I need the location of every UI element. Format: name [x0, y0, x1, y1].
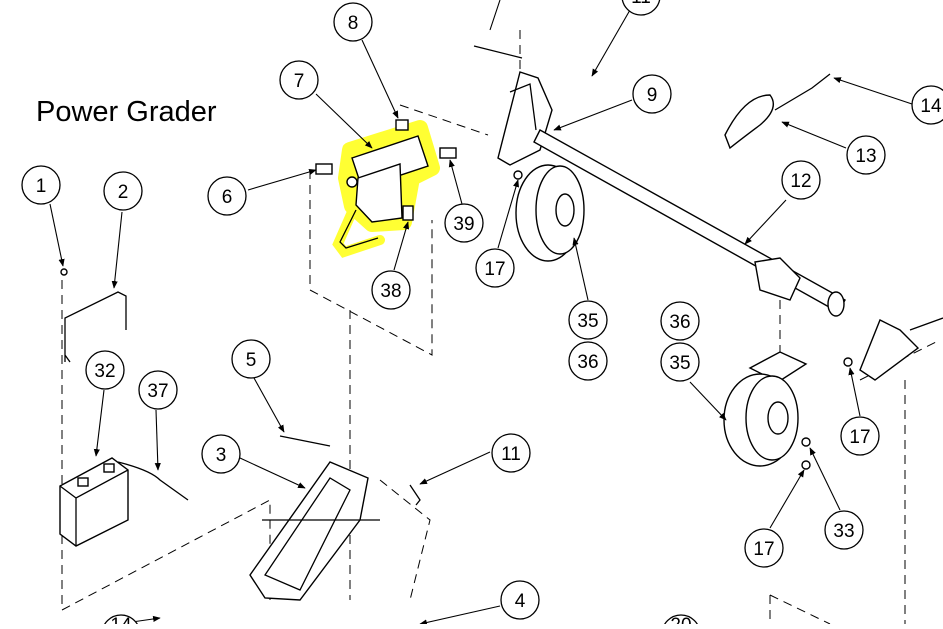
clip-11	[409, 484, 421, 506]
callout-37: 37	[138, 370, 178, 410]
callout-36-rear: 36	[660, 301, 700, 341]
svg-text:36: 36	[577, 352, 598, 373]
pin-8	[395, 119, 409, 131]
callout-11: 11	[491, 433, 531, 473]
callout-2: 2	[103, 171, 143, 211]
actuator	[339, 135, 429, 249]
callout-35-rear: 35	[660, 342, 700, 382]
svg-text:17: 17	[753, 539, 774, 560]
right-pin	[909, 317, 943, 331]
svg-text:8: 8	[348, 13, 359, 34]
nut-17a	[513, 170, 523, 180]
pin-5	[279, 435, 331, 447]
callout-17-c: 17	[744, 528, 784, 568]
nut-1	[60, 268, 68, 276]
callout-36-front: 36	[568, 341, 608, 381]
svg-text:6: 6	[222, 187, 233, 208]
parts	[59, 45, 943, 601]
svg-text:9: 9	[647, 85, 658, 106]
svg-text:11: 11	[631, 0, 651, 8]
handle	[724, 94, 774, 150]
top-pin	[473, 45, 523, 59]
pin-39	[439, 147, 457, 159]
nut-17c	[801, 460, 811, 470]
svg-text:39: 39	[453, 214, 474, 235]
svg-text:33: 33	[833, 521, 854, 542]
pin-38	[402, 205, 414, 221]
battery	[59, 457, 129, 547]
svg-text:17: 17	[849, 427, 870, 448]
callout-12: 12	[781, 160, 821, 200]
svg-text:4: 4	[515, 591, 526, 612]
svg-text:35: 35	[577, 311, 598, 332]
strap	[774, 73, 831, 111]
callout-5: 5	[231, 339, 271, 379]
callouts: 1 2 3 4 5 6 7 8 9 11 11 12 13 14 14 17 1…	[21, 0, 943, 629]
svg-text:2: 2	[118, 182, 129, 203]
callout-32: 32	[85, 350, 125, 390]
battery-bracket	[64, 291, 127, 363]
rear-caster	[723, 351, 808, 467]
nut-17b	[843, 357, 853, 367]
callout-35-front: 35	[568, 300, 608, 340]
svg-text:37: 37	[147, 381, 168, 402]
callout-14: 14	[911, 85, 943, 125]
callout-14-bottom: 14	[102, 614, 140, 629]
front-wheel	[515, 164, 585, 262]
svg-text:13: 13	[855, 146, 876, 167]
callout-17-a: 17	[475, 248, 515, 288]
callout-6: 6	[207, 176, 247, 216]
axle-bracket	[497, 71, 553, 166]
callout-4: 4	[500, 580, 540, 620]
svg-text:32: 32	[94, 361, 115, 382]
callout-33: 33	[824, 510, 864, 550]
svg-text:17: 17	[484, 259, 505, 280]
callout-1: 1	[21, 165, 61, 205]
svg-text:11: 11	[501, 444, 521, 465]
battery-cable	[117, 461, 189, 501]
callout-11-top: 11	[621, 0, 661, 16]
axle	[533, 129, 846, 317]
washer-33	[801, 437, 811, 447]
svg-text:20: 20	[670, 615, 691, 624]
callout-39: 39	[444, 203, 484, 243]
svg-text:12: 12	[790, 171, 811, 192]
callout-3: 3	[201, 434, 241, 474]
callout-8: 8	[333, 2, 373, 42]
callout-38: 38	[371, 270, 411, 310]
svg-text:14: 14	[110, 615, 132, 624]
svg-text:38: 38	[380, 281, 401, 302]
callout-13: 13	[846, 135, 886, 175]
diagram-title: Power Grader	[36, 96, 217, 128]
svg-text:7: 7	[294, 71, 305, 92]
callout-20: 20	[662, 614, 700, 629]
svg-text:35: 35	[669, 353, 690, 374]
svg-text:3: 3	[216, 445, 227, 466]
callout-17-b: 17	[840, 416, 880, 456]
leader-lines	[49, 0, 913, 626]
callout-9: 9	[632, 74, 672, 114]
callout-7: 7	[279, 60, 319, 100]
svg-text:5: 5	[246, 350, 257, 371]
svg-text:36: 36	[669, 312, 690, 333]
svg-text:14: 14	[920, 96, 942, 117]
pin-6	[315, 163, 333, 175]
grader-frame	[249, 461, 380, 601]
svg-text:1: 1	[36, 176, 47, 197]
right-bracket	[859, 319, 920, 381]
